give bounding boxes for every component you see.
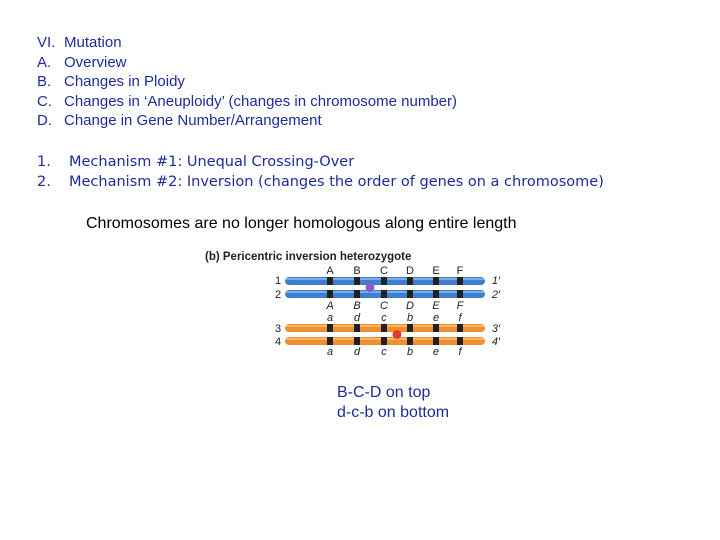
row-number: 4 <box>275 336 281 348</box>
gene-label: D <box>406 265 414 277</box>
gene-label: F <box>457 300 465 312</box>
gene-band <box>327 324 333 332</box>
gene-band <box>327 277 333 285</box>
gene-label: c <box>381 346 387 358</box>
gene-label: C <box>380 265 388 277</box>
centromere-1 <box>365 283 375 292</box>
outline-item: C.Changes in ‘Aneuploidy’ (changes in ch… <box>37 92 457 110</box>
gene-label: d <box>354 312 361 324</box>
gene-band <box>381 324 387 332</box>
gene-band <box>457 290 463 298</box>
figure-title: (b) Pericentric inversion heterozygote <box>205 251 411 263</box>
gene-band <box>433 337 439 345</box>
gene-band <box>407 324 413 332</box>
gene-band <box>381 277 387 285</box>
gene-label: D <box>406 300 414 312</box>
note-line: B-C-D on top <box>337 384 431 401</box>
gene-label: f <box>458 346 462 358</box>
gene-band <box>433 277 439 285</box>
centromere-2 <box>392 330 402 339</box>
outline-item: A.Overview <box>37 53 127 71</box>
row-number: 3 <box>275 323 281 335</box>
gene-band <box>433 324 439 332</box>
gene-band <box>381 337 387 345</box>
homology-statement: Chromosomes are no longer homologous alo… <box>86 215 517 232</box>
gene-band <box>433 290 439 298</box>
mechanism-list: 1.Mechanism #1: Unequal Crossing-Over 2.… <box>37 152 604 192</box>
row-number: 1 <box>275 275 281 287</box>
gene-label: f <box>458 312 462 324</box>
note-text: B-C-D on top d-c-b on bottom <box>337 383 449 423</box>
gene-label: e <box>433 312 439 324</box>
gene-band <box>354 337 360 345</box>
mechanism-item: 2.Mechanism #2: Inversion (changes the o… <box>37 174 604 190</box>
gene-band <box>407 277 413 285</box>
inversion-figure: (b) Pericentric inversion heterozygote A… <box>205 251 501 358</box>
mechanism-item: 1.Mechanism #1: Unequal Crossing-Over <box>37 154 355 170</box>
gene-band <box>327 337 333 345</box>
gene-band <box>381 290 387 298</box>
gene-band <box>354 290 360 298</box>
gene-band <box>354 324 360 332</box>
gene-label: a <box>327 312 333 324</box>
chromosome-layer: A B C D E F 1 2 1′ 2′ A B C D E Fa d c b e f 34 3′4′ a d c b e f <box>275 265 501 358</box>
gene-label: C <box>380 300 388 312</box>
row-prime: 4′ <box>492 336 501 348</box>
gene-label: F <box>457 265 464 277</box>
outline-item: VI.Mutation <box>37 34 122 51</box>
gene-label: e <box>433 346 439 358</box>
gene-band <box>457 277 463 285</box>
gene-label: E <box>432 300 440 312</box>
gene-label: b <box>407 346 413 358</box>
gene-band <box>457 337 463 345</box>
gene-band <box>407 290 413 298</box>
gene-label: b <box>407 312 413 324</box>
gene-label: B <box>353 300 360 312</box>
gene-band <box>407 337 413 345</box>
gene-label: c <box>381 312 387 324</box>
row-prime: 1′ <box>492 275 501 287</box>
outline-item: B.Changes in Ploidy <box>37 73 185 90</box>
row-prime: 3′ <box>492 323 501 335</box>
row-prime: 2′ <box>491 289 501 301</box>
outline-list: VI.Mutation A.Overview B.Changes in Ploi… <box>37 33 457 131</box>
gene-label: A <box>325 300 333 312</box>
gene-band <box>457 324 463 332</box>
gene-label: A <box>326 265 334 277</box>
gene-label: B <box>353 265 360 277</box>
gene-label: d <box>354 346 361 358</box>
outline-item: D.Change in Gene Number/Arrangement <box>37 112 322 129</box>
gene-label: E <box>432 265 439 277</box>
gene-label: a <box>327 346 333 358</box>
gene-band <box>354 277 360 285</box>
gene-band <box>327 290 333 298</box>
row-number: 2 <box>275 289 281 301</box>
note-line: d-c-b on bottom <box>337 404 450 421</box>
